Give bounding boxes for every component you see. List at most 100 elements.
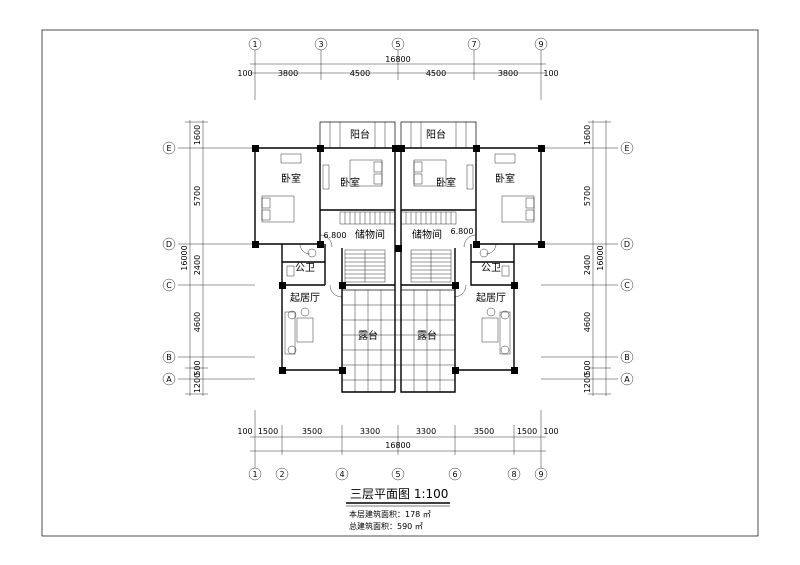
room-label-bedroom: 卧室 [340,176,360,189]
total-height-dimension: 16000 [180,245,189,270]
axis-label: E [166,144,171,153]
axis-bubble [507,467,521,481]
axis-label: 1 [252,40,257,49]
axis-label: A [624,375,630,384]
drawing-frame [41,29,759,537]
axis-label: A [166,375,172,384]
axis-label: 6 [452,470,457,479]
room-label-storage: 储物间 [412,228,442,241]
axis-bubble [162,141,176,155]
building-plan: 阳台 阳台 卧室 卧室 卧室 卧室 储物间 储物间 6.800 6.800 公卫… [252,121,545,393]
axis-label: 4 [339,470,344,479]
segment-dimension: 500 [583,360,592,375]
axis-bubble [448,467,462,481]
segment-dimension: 2400 [583,255,592,275]
axis-bubble [391,467,405,481]
drawing-title: 三层平面图 1:100 [350,487,448,501]
room-label-bedroom: 卧室 [495,172,515,185]
axis-bubble [467,37,481,51]
axis-bubble [248,467,262,481]
axis-label: D [166,240,172,249]
right-dimension-group: E D C B A 1600 5700 2400 4600 500 1200 1… [541,120,634,396]
left-dimension-group: E D C B A 1600 5700 2400 4600 500 1200 1… [162,120,255,396]
axis-bubble [534,37,548,51]
axis-label: D [624,240,630,249]
segment-dimension: 4600 [193,312,202,332]
edge-dimension: 100 [543,427,558,436]
bottom-dimension-group: 100 100 1500 3500 3300 3300 3500 1500 16… [237,410,559,481]
edge-dimension: 100 [237,69,252,78]
axis-label: E [624,144,629,153]
elevation-mark: 6.800 [324,231,347,240]
edge-dimension: 100 [237,427,252,436]
axis-label: B [624,353,630,362]
axis-bubble [620,141,634,155]
axis-bubble [620,237,634,251]
axis-label: 5 [395,40,400,49]
axis-label: C [166,281,172,290]
segment-dimension: 3300 [360,427,380,436]
axis-label: 1 [252,470,257,479]
axis-label: 9 [538,40,543,49]
axis-bubble [314,37,328,51]
edge-dimension: 100 [543,69,558,78]
segment-dimension: 3800 [498,69,518,78]
axis-bubble [391,37,405,51]
axis-label: 5 [395,470,400,479]
segment-dimension: 3300 [416,427,436,436]
segment-dimension: 1200 [583,373,592,393]
segment-dimension: 1500 [517,427,537,436]
axis-bubble [620,278,634,292]
living-furniture [284,307,511,355]
room-label-living: 起居厅 [476,292,506,304]
total-width-dimension: 16800 [385,441,410,450]
axis-label: 8 [511,470,516,479]
axis-label: 7 [471,40,476,49]
axis-bubble [162,278,176,292]
room-label-bathroom: 公卫 [481,263,501,274]
axis-bubble [162,237,176,251]
axis-bubble [248,37,262,51]
stair-right [410,249,452,283]
axis-label: 9 [538,470,543,479]
axis-label: C [624,281,630,290]
stair-left [344,249,386,283]
segment-dimension: 1600 [583,125,592,145]
room-label-balcony: 阳台 [350,128,370,141]
room-label-bathroom: 公卫 [295,263,315,274]
segment-dimension: 5700 [193,186,202,206]
bathroom-fixtures [286,248,510,277]
axis-label: B [166,353,172,362]
room-label-living: 起居厅 [290,292,320,304]
room-label-bedroom: 卧室 [281,172,301,185]
segment-dimension: 3500 [474,427,494,436]
axis-bubble [335,467,349,481]
room-label-terrace: 露台 [358,329,378,342]
door-swings [299,234,497,298]
total-height-dimension: 16000 [596,245,605,270]
storage-shelves [339,211,457,225]
segment-dimension: 4600 [583,312,592,332]
segment-dimension: 4500 [426,69,446,78]
segment-dimension: 500 [193,360,202,375]
segment-dimension: 3500 [302,427,322,436]
room-label-balcony: 阳台 [426,128,446,141]
segment-dimension: 5700 [583,186,592,206]
axis-label: 3 [318,40,323,49]
elevation-mark: 6.800 [451,227,474,236]
bed-furniture [261,153,535,223]
structural-columns [252,145,545,374]
total-area-note: 总建筑面积：590 ㎡ [349,521,423,531]
axis-bubble [620,350,634,364]
segment-dimension: 1600 [193,125,202,145]
segment-dimension: 2400 [193,255,202,275]
room-label-terrace: 露台 [417,329,437,342]
axis-bubble [534,467,548,481]
room-label-bedroom: 卧室 [436,176,456,189]
axis-label: 2 [279,470,284,479]
segment-dimension: 1500 [258,427,278,436]
axis-bubble [162,372,176,386]
top-dimension-group: 1 3 5 7 9 16800 100 100 3800 4500 4500 3… [237,37,559,100]
axis-bubble [162,350,176,364]
